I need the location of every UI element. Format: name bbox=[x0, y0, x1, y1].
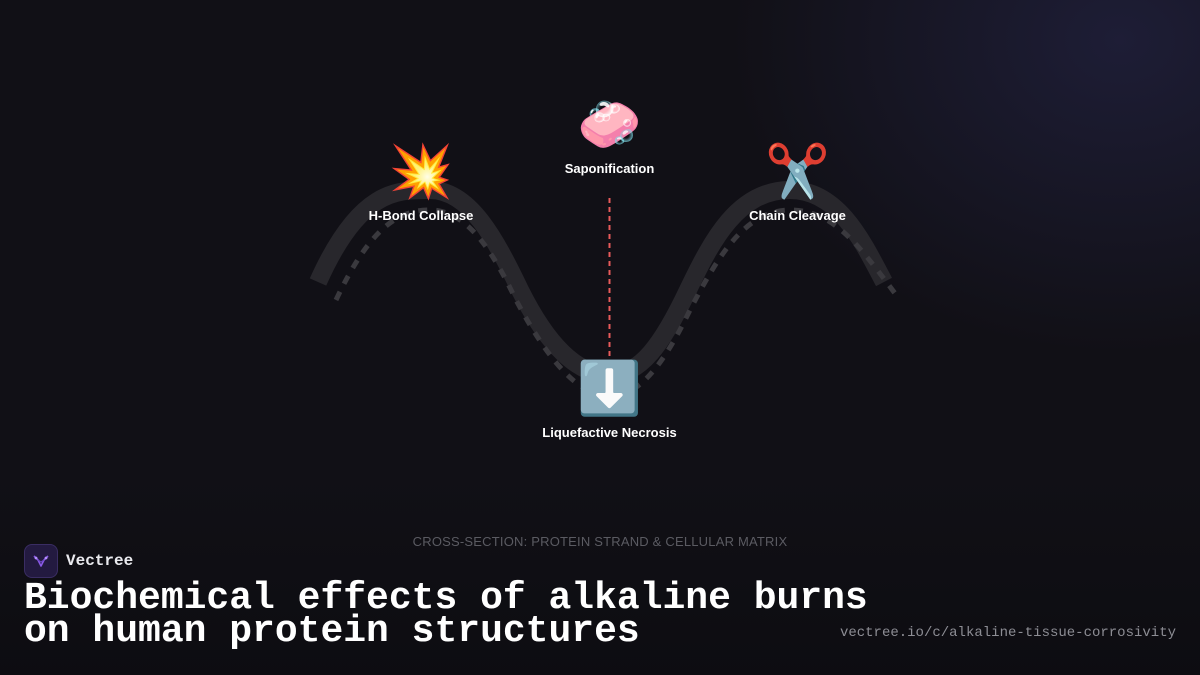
title-line-1: Biochemical effects of alkaline burns bbox=[24, 577, 868, 620]
node-liquefactive-necrosis: ⬇️ Liquefactive Necrosis bbox=[542, 361, 676, 440]
down-arrow-icon: ⬇️ bbox=[577, 359, 642, 419]
collision-icon: 💥 bbox=[388, 142, 454, 202]
soap-icon: 🧼 bbox=[577, 95, 642, 155]
node-label: H-Bond Collapse bbox=[368, 208, 474, 223]
brand[interactable]: Vectree bbox=[24, 544, 133, 578]
node-label: Chain Cleavage bbox=[749, 208, 846, 223]
scissors-icon: ✂️ bbox=[765, 142, 830, 202]
diagram-caption: CROSS-SECTION: PROTEIN STRAND & CELLULAR… bbox=[412, 534, 788, 549]
brand-name: Vectree bbox=[66, 552, 134, 570]
title-line-2: on human protein structures bbox=[24, 610, 640, 653]
node-hbond-collapse: 💥 H-Bond Collapse bbox=[369, 144, 474, 223]
node-saponification: 🧼 Saponification bbox=[565, 97, 655, 176]
node-label: Saponification bbox=[564, 161, 655, 176]
node-label: Liquefactive Necrosis bbox=[542, 425, 677, 440]
page-title: Biochemical effects of alkaline burns on… bbox=[24, 580, 868, 651]
node-chain-cleavage: ✂️ Chain Cleavage bbox=[749, 144, 846, 223]
protein-strand bbox=[309, 180, 892, 385]
source-url[interactable]: vectree.io/c/alkaline-tissue-corrosivity bbox=[839, 625, 1176, 641]
vectree-logo-icon bbox=[24, 544, 58, 578]
